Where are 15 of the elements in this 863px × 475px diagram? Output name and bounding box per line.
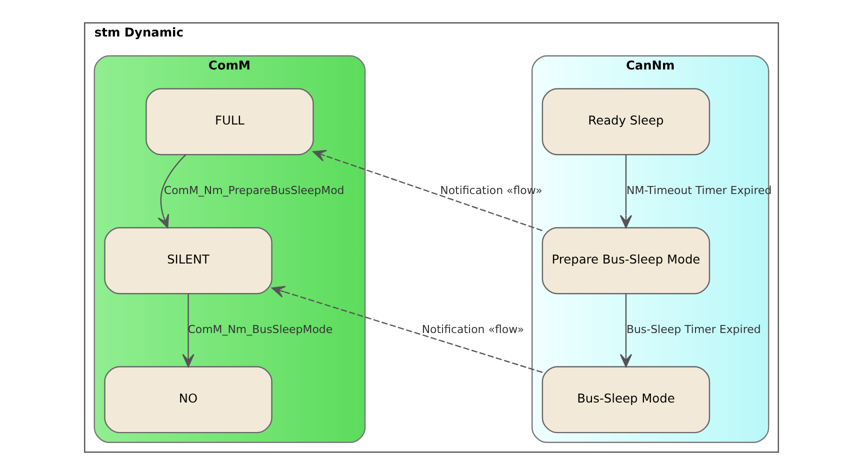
arrow (272, 286, 543, 373)
arrow (620, 154, 632, 228)
arrow (620, 294, 632, 368)
edge-label: Notification «flow» (422, 322, 524, 336)
node-box: Ready Sleep (542, 88, 710, 156)
arrow (312, 150, 542, 232)
arrow (182, 294, 194, 368)
node-box: SILENT (104, 227, 272, 294)
arrow (158, 154, 186, 228)
node-box: Prepare Bus-Sleep Mode (542, 227, 710, 294)
node-box: FULL (146, 88, 314, 156)
edge-label: ComM_Nm_PrepareBusSleepMod (164, 184, 344, 197)
node-box: NO (104, 366, 272, 434)
node-box: Bus-Sleep Mode (542, 366, 710, 434)
edge-label: Bus-Sleep Timer Expired (626, 322, 761, 336)
